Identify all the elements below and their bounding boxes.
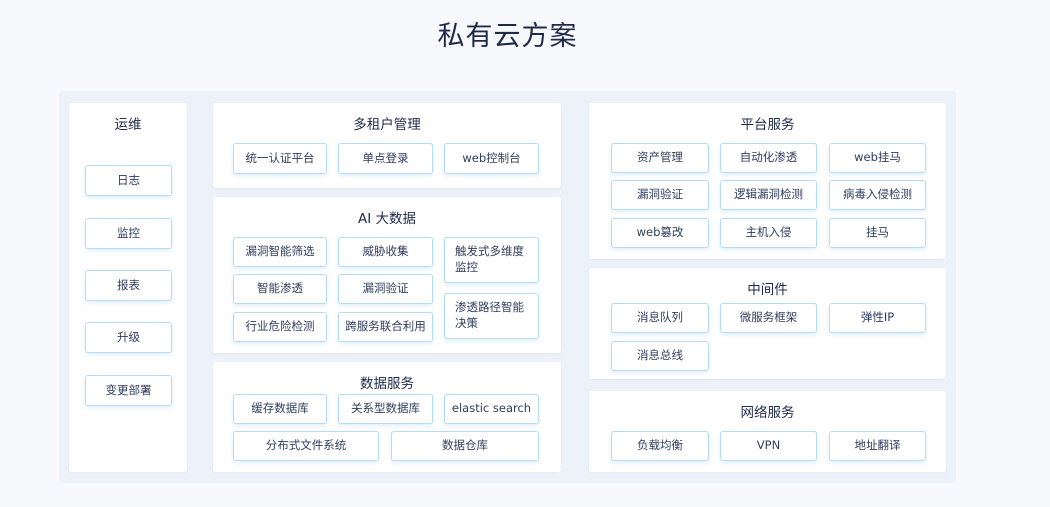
ops-item-monitor: 监控 (85, 218, 172, 249)
tenant-item-console: web控制台 (444, 143, 539, 174)
ai-item-path-decision: 渗透路径智能 决策 (444, 293, 539, 339)
platform-title: 平台服务 (740, 117, 795, 133)
platform-item-web-trojan: web挂马 (829, 143, 926, 173)
ai-panel: AI 大数据 漏洞智能筛选 威胁收集 触发式多维度 监控 智能渗透 漏洞验证 行… (213, 197, 561, 353)
ai-item-vuln-filter: 漏洞智能筛选 (233, 237, 327, 267)
page-title: 私有云方案 (437, 21, 578, 52)
platform-item-virus: 病毒入侵检测 (829, 180, 926, 210)
middleware-item-bus: 消息总线 (611, 341, 709, 371)
middleware-item-microservice: 微服务框架 (720, 303, 817, 333)
network-panel: 网络服务 负载均衡 VPN 地址翻译 (589, 391, 946, 472)
platform-panel: 平台服务 资产管理 自动化渗透 web挂马 漏洞验证 逻辑漏洞检测 病毒入侵检测… (589, 103, 946, 259)
platform-item-host-intrusion: 主机入侵 (720, 218, 817, 248)
data-item-cache-db: 缓存数据库 (233, 394, 327, 424)
data-item-dfs: 分布式文件系统 (233, 431, 379, 461)
data-item-relational-db: 关系型数据库 (338, 394, 433, 424)
network-title: 网络服务 (740, 405, 795, 421)
tenant-panel: 多租户管理 统一认证平台 单点登录 web控制台 (213, 103, 561, 188)
data-item-elastic-search: elastic search (444, 394, 539, 424)
network-item-lb: 负载均衡 (611, 431, 709, 461)
ops-item-log: 日志 (85, 165, 172, 196)
network-item-vpn: VPN (720, 431, 817, 461)
platform-item-web-tamper: web篡改 (611, 218, 709, 248)
platform-item-logic-vuln: 逻辑漏洞检测 (720, 180, 817, 210)
middleware-item-mq: 消息队列 (611, 303, 709, 333)
ops-item-report: 报表 (85, 270, 172, 301)
ai-item-cross-service: 跨服务联合利用 (338, 312, 433, 342)
data-panel: 数据服务 缓存数据库 关系型数据库 elastic search 分布式文件系统… (213, 362, 561, 472)
middleware-panel: 中间件 消息队列 微服务框架 弹性IP 消息总线 (589, 268, 946, 379)
ai-item-trigger-monitor: 触发式多维度 监控 (444, 237, 539, 283)
middleware-title: 中间件 (747, 282, 788, 298)
data-item-warehouse: 数据仓库 (391, 431, 539, 461)
ops-title: 运维 (114, 117, 142, 133)
ai-item-industry-risk: 行业危险检测 (233, 312, 327, 342)
ops-panel: 运维 日志 监控 报表 升级 变更部署 (69, 103, 187, 472)
network-item-nat: 地址翻译 (829, 431, 926, 461)
tenant-title: 多租户管理 (353, 117, 421, 133)
platform-item-trojan: 挂马 (829, 218, 926, 248)
data-title: 数据服务 (360, 376, 414, 392)
tenant-item-sso: 单点登录 (338, 143, 433, 174)
ops-item-deploy: 变更部署 (85, 375, 172, 406)
ops-item-upgrade: 升级 (85, 322, 172, 353)
platform-item-asset: 资产管理 (611, 143, 709, 173)
ai-item-threat-collect: 威胁收集 (338, 237, 433, 267)
ai-item-smart-pentest: 智能渗透 (233, 274, 327, 304)
ai-title: AI 大数据 (357, 211, 416, 227)
platform-item-auto-pentest: 自动化渗透 (720, 143, 817, 173)
ai-item-vuln-verify: 漏洞验证 (338, 274, 433, 304)
middleware-item-elastic-ip: 弹性IP (829, 303, 926, 333)
tenant-item-auth: 统一认证平台 (233, 143, 327, 174)
platform-item-vuln-verify: 漏洞验证 (611, 180, 709, 210)
